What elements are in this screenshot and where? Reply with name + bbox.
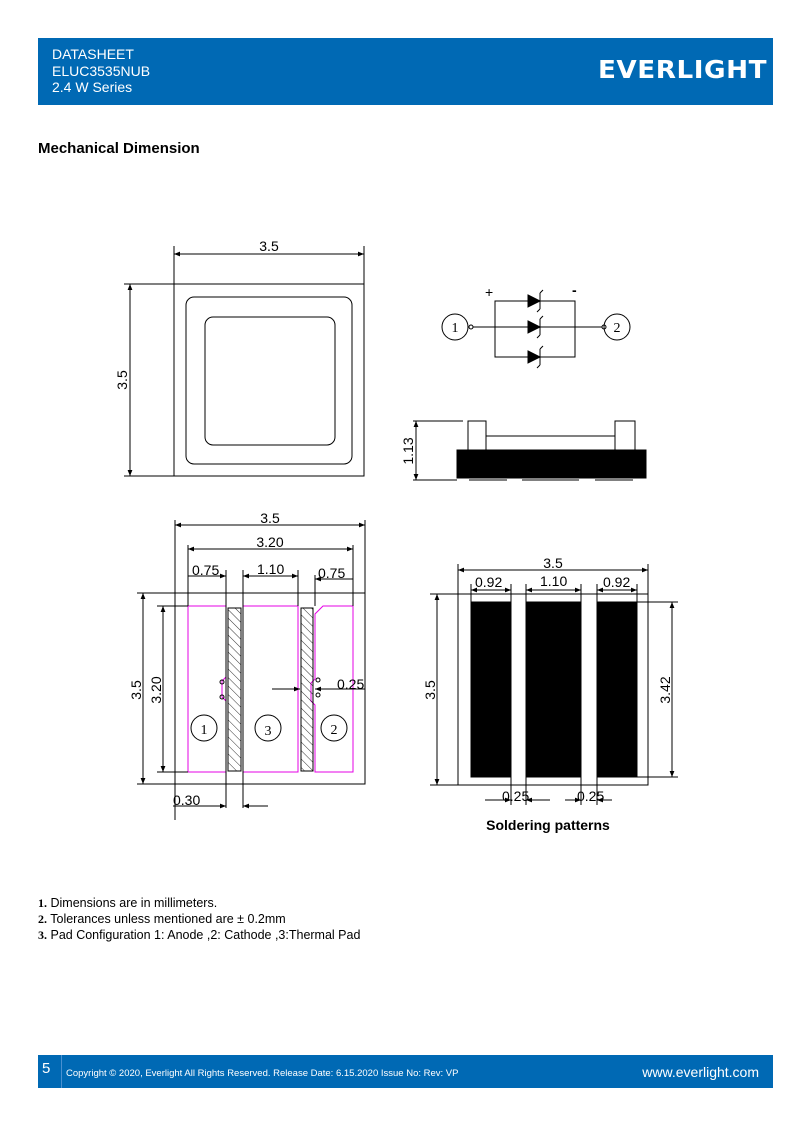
note-item: 1. Dimensions are in millimeters. [38, 896, 218, 910]
bottom-view [137, 520, 366, 820]
everlight-logo: EVERLIGHT [597, 55, 768, 84]
website-link[interactable]: www.everlight.com [642, 1064, 759, 1080]
top-height-label: 3.5 [114, 370, 130, 390]
solder-width-label: 3.5 [543, 555, 563, 571]
minus-sign: - [572, 282, 577, 298]
plus-sign: + [485, 284, 493, 300]
bottom-height-label: 3.5 [128, 680, 144, 700]
solder-pad-height-label: 3.42 [657, 676, 673, 703]
part-number: ELUC3535NUB [52, 62, 151, 79]
footer-divider [61, 1055, 62, 1088]
section-title: Mechanical Dimension [38, 140, 200, 157]
offset-label: 0.30 [173, 792, 200, 808]
soldering-title: Soldering patterns [486, 817, 610, 833]
solder-pad1-width: 0.92 [475, 574, 502, 590]
pad3-width-label: 1.10 [257, 561, 284, 577]
copyright: Copyright © 2020, Everlight All Rights R… [66, 1068, 459, 1079]
bottom-width-label: 3.5 [260, 510, 280, 526]
doc-type: DATASHEET [52, 46, 134, 62]
solder-pad2-width: 0.92 [603, 574, 630, 590]
pad1-number: 1 [201, 723, 208, 738]
solder-pad3-width: 1.10 [540, 573, 567, 589]
top-view [124, 246, 365, 477]
bottom-inner-width-label: 3.20 [256, 534, 283, 550]
pin2-label: 2 [614, 321, 621, 336]
solder-gap2-label: 0.25 [577, 788, 604, 804]
pad3-number: 3 [265, 724, 272, 739]
note-item: 3. Pad Configuration 1: Anode ,2: Cathod… [38, 928, 361, 942]
side-view [413, 420, 647, 481]
soldering-pattern [430, 564, 678, 805]
gap-label: 0.25 [337, 676, 364, 692]
page-footer: 5 Copyright © 2020, Everlight All Rights… [38, 1055, 773, 1088]
solder-gap1-label: 0.25 [502, 788, 529, 804]
circuit-diagram [441, 289, 631, 369]
pad2-width-label: 0.75 [318, 565, 345, 581]
pad1-width-label: 0.75 [192, 562, 219, 578]
bottom-inner-height-label: 3.20 [148, 676, 164, 703]
pad2-number: 2 [331, 723, 338, 738]
note-item: 2. Tolerances unless mentioned are ± 0.2… [38, 912, 286, 926]
document-info: DATASHEET ELUC3535NUB 2.4 W Series [52, 46, 150, 96]
solder-height-label: 3.5 [422, 680, 438, 700]
page-header: DATASHEET ELUC3535NUB 2.4 W Series EVERL… [38, 38, 773, 105]
notes: 1. Dimensions are in millimeters. 2. Tol… [38, 895, 360, 943]
top-width-label: 3.5 [259, 238, 279, 254]
series: 2.4 W Series [52, 79, 133, 95]
page-number: 5 [42, 1060, 51, 1077]
side-height-label: 1.13 [400, 437, 416, 464]
pin1-label: 1 [452, 321, 459, 336]
